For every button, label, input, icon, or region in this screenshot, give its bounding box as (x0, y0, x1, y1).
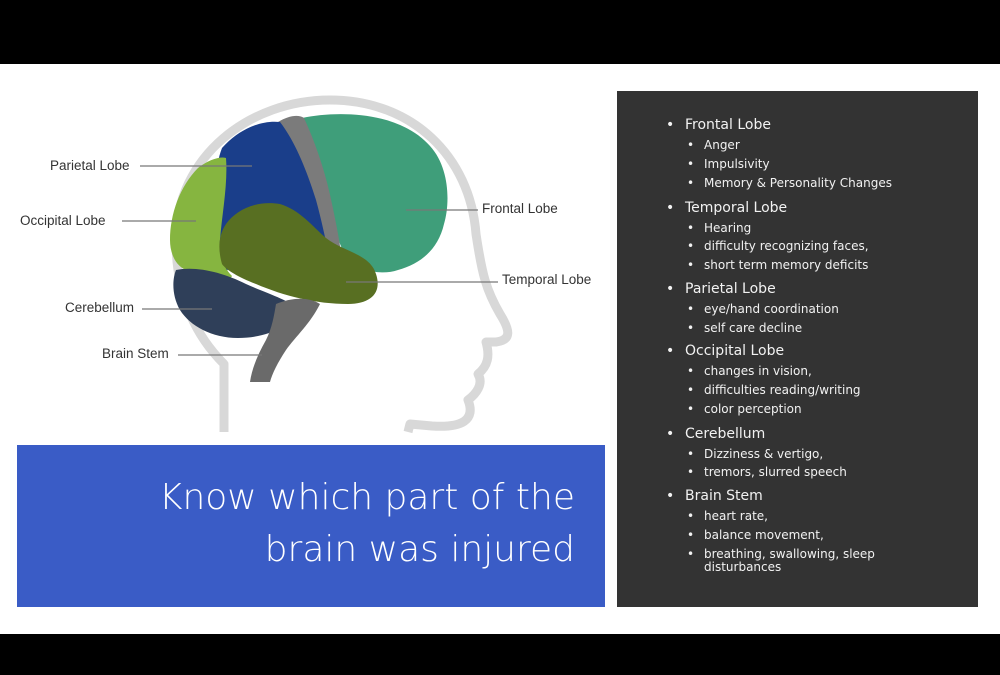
section-occipital: Occipital Lobe (685, 343, 784, 359)
label-occipital-lobe: Occipital Lobe (20, 213, 106, 228)
symptom-panel: Frontal Lobe Anger Impulsivity Memory & … (617, 91, 978, 607)
list-item: Memory & Personality Changes (704, 176, 892, 190)
list-item-continuation: disturbances (704, 560, 781, 574)
brain-diagram (0, 64, 620, 444)
list-item: heart rate, (704, 509, 768, 523)
label-parietal-lobe: Parietal Lobe (50, 158, 130, 173)
label-frontal-lobe: Frontal Lobe (482, 201, 558, 216)
list-item: difficulty recognizing faces, (704, 239, 869, 253)
section-cerebellum: Cerebellum (685, 426, 765, 442)
label-cerebellum: Cerebellum (65, 300, 134, 315)
list-item: Hearing (704, 221, 751, 235)
list-item: balance movement, (704, 528, 824, 542)
slide: Parietal Lobe Occipital Lobe Cerebellum … (0, 64, 1000, 634)
section-temporal: Temporal Lobe (685, 200, 787, 216)
list-item: color perception (704, 402, 802, 416)
label-brain-stem: Brain Stem (102, 346, 169, 361)
list-item: Impulsivity (704, 157, 770, 171)
list-item: tremors, slurred speech (704, 465, 847, 479)
list-item: changes in vision, (704, 364, 812, 378)
list-item: self care decline (704, 321, 802, 335)
list-item: Dizziness & vertigo, (704, 447, 823, 461)
list-item: breathing, swallowing, sleep (704, 547, 875, 561)
section-frontal: Frontal Lobe (685, 117, 771, 133)
section-parietal: Parietal Lobe (685, 281, 776, 297)
title-line-2: brain was injured (265, 529, 575, 570)
list-item: difficulties reading/writing (704, 383, 861, 397)
list-item: Anger (704, 138, 740, 152)
list-item: short term memory deficits (704, 258, 868, 272)
section-brain-stem: Brain Stem (685, 488, 763, 504)
title-line-1: Know which part of the (159, 477, 575, 518)
list-item: eye/hand coordination (704, 302, 839, 316)
label-temporal-lobe: Temporal Lobe (502, 272, 591, 287)
title-banner: Know which part of the brain was injured (17, 445, 605, 607)
